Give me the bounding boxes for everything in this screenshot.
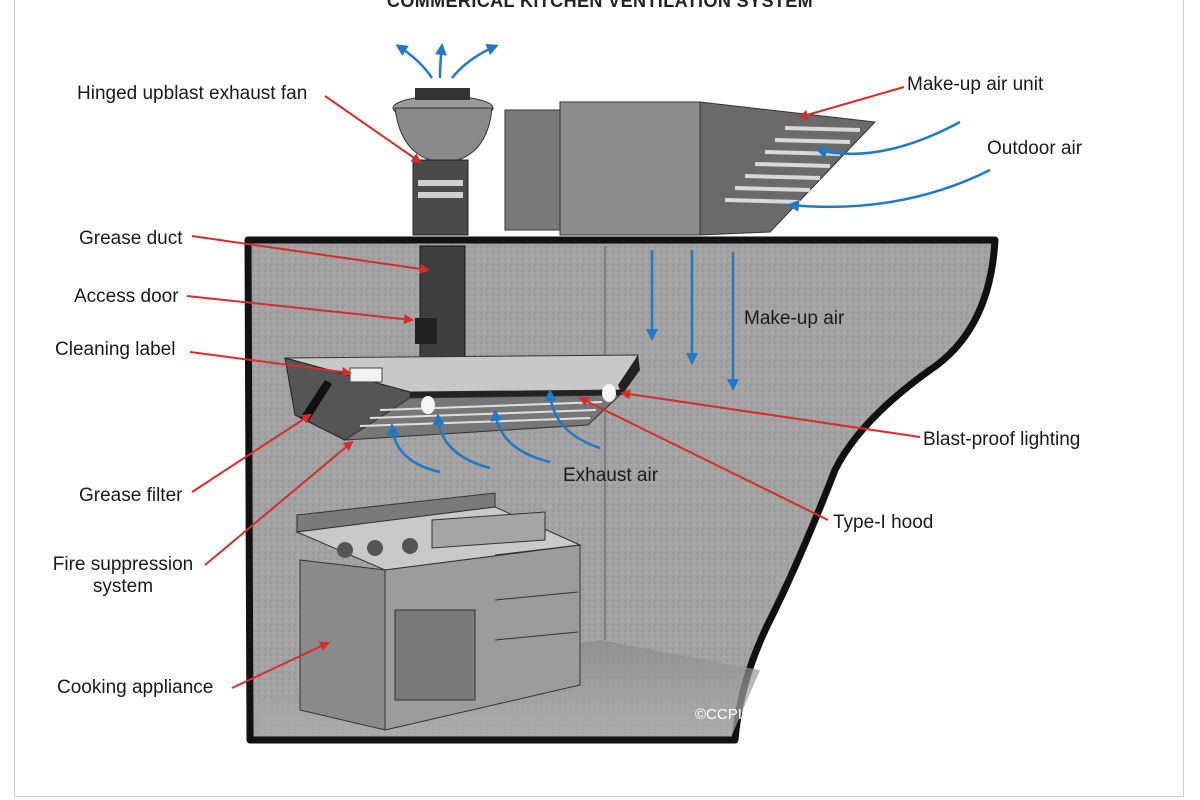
cleaning-label-plate xyxy=(349,367,383,383)
label-grease-filter: Grease filter xyxy=(79,485,183,506)
label-grease-duct: Grease duct xyxy=(79,228,183,249)
label-outdoor-air: Outdoor air xyxy=(987,138,1083,159)
label-makeup-air-unit: Make-up air unit xyxy=(907,74,1044,95)
airflow-arrows xyxy=(386,43,991,474)
cooking-appliance xyxy=(295,492,582,731)
label-cleaning-label: Cleaning label xyxy=(55,339,176,360)
makeup-air-unit xyxy=(504,101,877,236)
label-fire-suppression: Fire suppression system xyxy=(52,554,194,597)
label-access-door: Access door xyxy=(74,286,179,307)
leader-arrows xyxy=(186,86,921,689)
grease-duct xyxy=(415,245,466,359)
frame-border xyxy=(14,0,1184,797)
label-type-i-hood: Type-I hood xyxy=(833,512,934,533)
label-cooking-appliance: Cooking appliance xyxy=(57,677,214,698)
label-exhaust-air: Exhaust air xyxy=(563,465,659,486)
credit-text: ©CCPIA.ORG xyxy=(695,706,791,723)
diagram-title: COMMERICAL KITCHEN VENTILATION SYSTEM xyxy=(0,0,1200,12)
exhaust-fan-assembly xyxy=(392,88,494,236)
label-makeup-air: Make-up air xyxy=(744,308,845,329)
label-blast-proof-lighting: Blast-proof lighting xyxy=(923,429,1081,450)
label-exhaust-fan: Hinged upblast exhaust fan xyxy=(77,83,308,104)
